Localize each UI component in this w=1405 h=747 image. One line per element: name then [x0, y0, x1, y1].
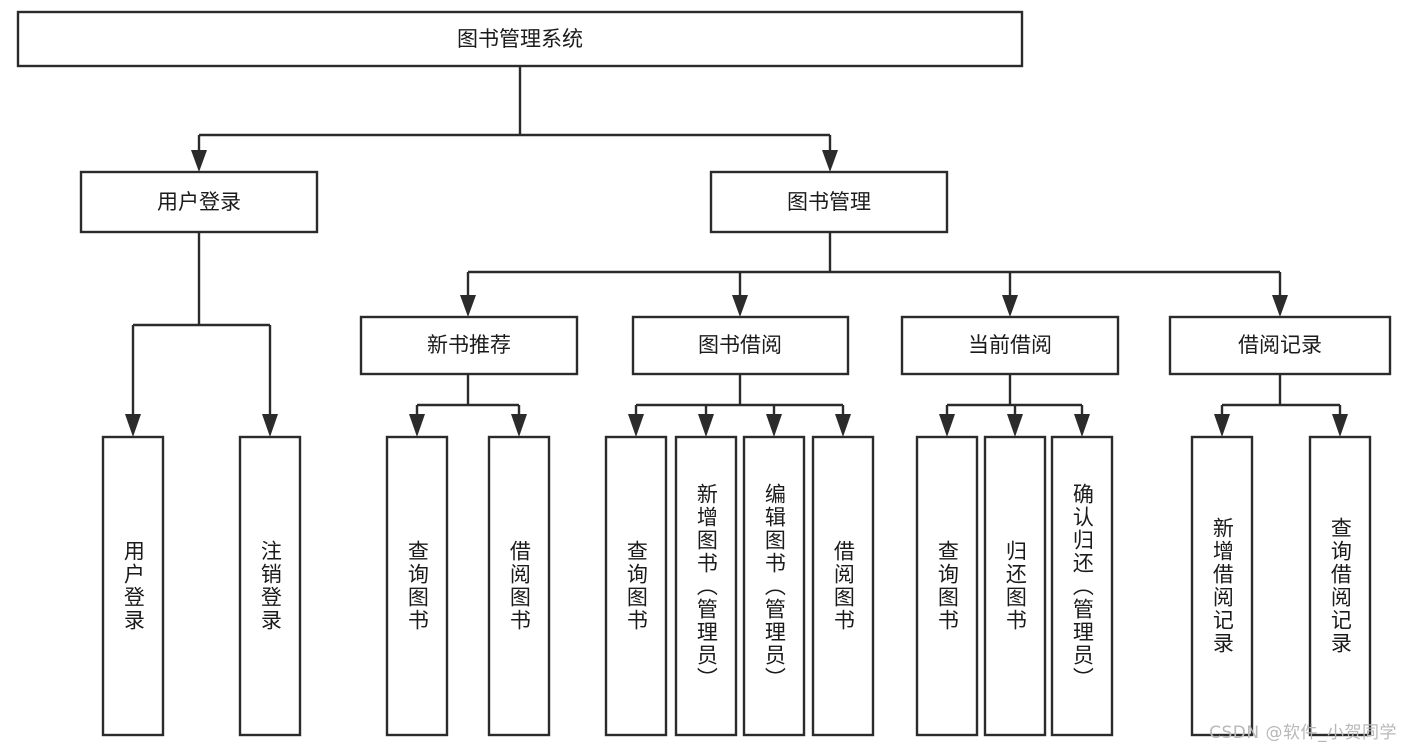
arrow-head-book-borrow-leaf-1 [628, 414, 644, 437]
arrow-head-new-book [460, 295, 476, 317]
leaf-box-current-borrow-3[interactable] [1050, 435, 1114, 737]
leaf-box-book-borrow-3[interactable] [742, 435, 806, 737]
arrow-head-new-book-leaf-2 [511, 414, 527, 437]
arrow-head-new-book-leaf-1 [409, 414, 425, 437]
node-borrow-record-label: 借阅记录 [1238, 333, 1322, 357]
arrow-head-borrow-record-leaf-1 [1214, 414, 1230, 437]
arrow-head-current-borrow-leaf-1 [939, 414, 955, 437]
connector-group-user-login [125, 232, 278, 437]
node-user-login-box[interactable] [79, 170, 319, 234]
connector-group-book-mgmt [460, 232, 1288, 317]
arrow-head-book-borrow-leaf-3 [766, 414, 782, 437]
node-borrow-record-box[interactable] [1168, 315, 1392, 376]
leaf-box-user-login-2[interactable] [238, 435, 302, 737]
node-new-book-recommend-box[interactable] [359, 315, 579, 376]
leaf-box-borrow-record-1[interactable] [1190, 435, 1254, 737]
arrow-head-book-mgmt [822, 150, 838, 172]
leaf-box-borrow-record-2[interactable] [1308, 435, 1372, 737]
arrow-head-user-login-leaf-1 [125, 414, 141, 437]
connector-group-borrow-record [1214, 374, 1348, 437]
node-book-management-box[interactable] [709, 170, 949, 234]
arrow-head-current-borrow-leaf-2 [1007, 414, 1023, 437]
arrow-head-borrow-record [1272, 295, 1288, 317]
node-new-book-recommend-label: 新书推荐 [427, 333, 511, 357]
watermark-text: CSDN @软件_小贺同学 [1209, 723, 1397, 743]
arrow-head-user-login [191, 150, 207, 172]
node-root-box[interactable] [16, 10, 1024, 68]
node-book-borrow-label: 图书借阅 [698, 333, 782, 357]
connector-group-root [191, 66, 838, 172]
leaf-box-new-book-1[interactable] [385, 435, 449, 737]
node-current-borrow-label: 当前借阅 [968, 333, 1052, 357]
arrow-head-book-borrow-leaf-4 [835, 414, 851, 437]
arrow-head-current-borrow [1002, 295, 1018, 317]
leaf-box-current-borrow-1[interactable] [915, 435, 979, 737]
arrow-head-book-borrow [732, 295, 748, 317]
node-root-label: 图书管理系统 [457, 27, 583, 51]
leaf-box-book-borrow-2[interactable] [674, 435, 738, 737]
leaf-box-new-book-2[interactable] [487, 435, 551, 737]
node-book-management-label: 图书管理 [787, 190, 871, 214]
leaf-box-current-borrow-2[interactable] [983, 435, 1047, 737]
arrow-head-book-borrow-leaf-2 [698, 414, 714, 437]
node-book-borrow-box[interactable] [631, 315, 850, 376]
connector-group-new-book [409, 374, 527, 437]
connector-group-current-borrow [939, 374, 1090, 437]
connector-group-book-borrow [628, 374, 851, 437]
arrow-head-user-login-leaf-2 [262, 414, 278, 437]
leaf-box-user-login-1[interactable] [101, 435, 165, 737]
leaf-box-book-borrow-4[interactable] [811, 435, 875, 737]
node-user-login-label: 用户登录 [157, 190, 241, 214]
leaf-box-book-borrow-1[interactable] [604, 435, 668, 737]
arrow-head-borrow-record-leaf-2 [1332, 414, 1348, 437]
node-current-borrow-box[interactable] [900, 315, 1120, 376]
arrow-head-current-borrow-leaf-3 [1074, 414, 1090, 437]
